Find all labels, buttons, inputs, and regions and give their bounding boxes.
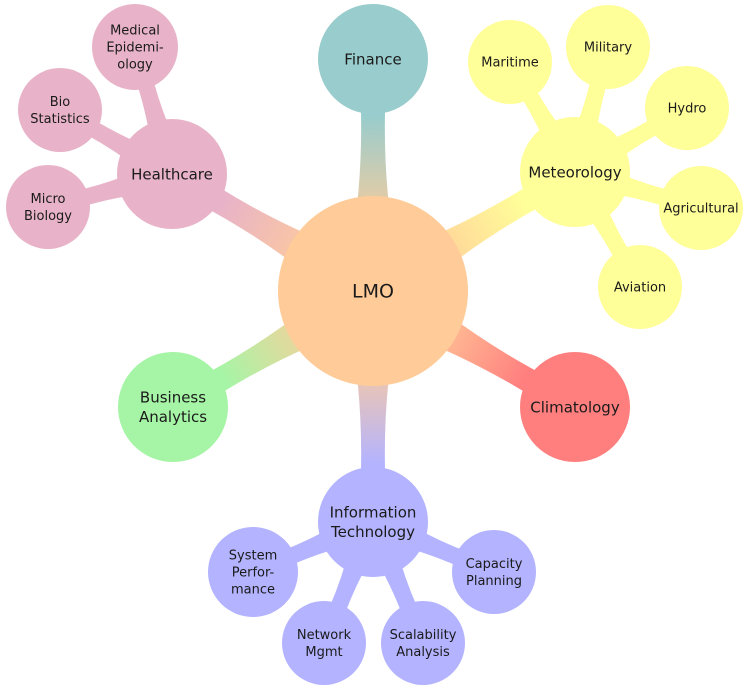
leaf-node-maritime[interactable]: Maritime bbox=[468, 20, 552, 104]
leaf-node-military[interactable]: Military bbox=[566, 5, 650, 89]
leaf-node-hydro[interactable]: Hydro bbox=[645, 66, 729, 150]
leaf-node-aviation-bubble bbox=[598, 245, 682, 329]
leaf-node-network-mgmt-label-line: Mgmt bbox=[305, 645, 342, 660]
leaf-node-medical-epidemiology-label-line: Medical bbox=[110, 24, 160, 39]
branch-node-healthcare-bubble bbox=[117, 119, 227, 229]
branch-node-finance-label-line: Finance bbox=[344, 50, 401, 68]
leaf-node-hydro-label-line: Hydro bbox=[668, 102, 707, 117]
leaf-node-medical-epidemiology-bubble bbox=[92, 4, 178, 90]
leaf-node-hydro-bubble bbox=[645, 66, 729, 150]
leaf-node-scalability-analysis-label-line: Scalability bbox=[390, 628, 457, 643]
leaf-node-capacity-planning-bubble bbox=[452, 530, 536, 614]
leaf-node-capacity-planning-label-line: Planning bbox=[466, 574, 522, 589]
branch-node-climatology[interactable]: Climatology bbox=[520, 352, 630, 462]
leaf-node-agricultural-label-line: Agricultural bbox=[663, 202, 738, 217]
leaf-node-military-label-line: Military bbox=[584, 41, 632, 56]
leaf-node-capacity-planning-label-line: Capacity bbox=[466, 557, 523, 572]
center-node-lmo-label-line: LMO bbox=[352, 281, 394, 303]
leaf-node-network-mgmt-bubble bbox=[282, 601, 366, 685]
leaf-node-medical-epidemiology-label-line: ology bbox=[117, 57, 153, 72]
leaf-node-network-mgmt-label-line: Network bbox=[297, 628, 352, 643]
leaf-node-scalability-analysis-bubble bbox=[381, 601, 465, 685]
branch-node-healthcare[interactable]: Healthcare bbox=[117, 119, 227, 229]
leaf-node-aviation[interactable]: Aviation bbox=[598, 245, 682, 329]
leaf-node-maritime-bubble bbox=[468, 20, 552, 104]
leaf-node-micro-biology-label-line: Micro bbox=[31, 192, 66, 207]
branch-node-healthcare-label-line: Healthcare bbox=[131, 165, 213, 183]
branch-node-business-analytics-label-line: Business bbox=[140, 389, 206, 407]
branch-node-information-technology-label-line: Information bbox=[330, 504, 417, 522]
leaf-node-micro-biology-bubble bbox=[6, 165, 90, 249]
branch-node-climatology-label-line: Climatology bbox=[530, 398, 620, 416]
branch-node-business-analytics-label-line: Analytics bbox=[139, 408, 207, 426]
leaf-node-medical-epidemiology-label-line: Epidemi- bbox=[106, 41, 164, 56]
branch-node-finance[interactable]: Finance bbox=[318, 4, 428, 114]
branch-node-business-analytics-bubble bbox=[118, 352, 228, 462]
branch-node-meteorology-bubble bbox=[520, 117, 630, 227]
leaf-node-bio-statistics-bubble bbox=[18, 68, 102, 152]
leaf-node-agricultural-bubble bbox=[659, 166, 743, 250]
leaf-node-scalability-analysis-label-line: Analysis bbox=[396, 645, 450, 660]
branch-node-information-technology-bubble bbox=[318, 467, 428, 577]
branch-node-information-technology-label-line: Technology bbox=[330, 523, 415, 541]
leaf-node-system-performance-label-line: mance bbox=[231, 582, 275, 597]
leaf-node-maritime-label-line: Maritime bbox=[481, 56, 539, 71]
leaf-node-bio-statistics-label-line: Bio bbox=[50, 95, 71, 110]
branch-node-climatology-bubble bbox=[520, 352, 630, 462]
branch-node-meteorology[interactable]: Meteorology bbox=[520, 117, 630, 227]
center-node-lmo-bubble bbox=[278, 196, 468, 386]
leaf-node-system-performance-label-line: Perfor- bbox=[232, 566, 275, 581]
leaf-node-military-bubble bbox=[566, 5, 650, 89]
center-node-lmo[interactable]: LMO bbox=[278, 196, 468, 386]
leaf-node-micro-biology-label-line: Biology bbox=[24, 209, 72, 224]
leaf-node-aviation-label-line: Aviation bbox=[614, 281, 666, 296]
leaf-node-agricultural[interactable]: Agricultural bbox=[659, 166, 743, 250]
leaf-node-bio-statistics-label-line: Statistics bbox=[30, 112, 90, 127]
branch-node-meteorology-label-line: Meteorology bbox=[528, 163, 621, 181]
leaf-node-system-performance-label-line: System bbox=[229, 549, 277, 564]
branch-node-finance-bubble bbox=[318, 4, 428, 114]
leaf-node-system-performance-bubble bbox=[208, 527, 298, 617]
